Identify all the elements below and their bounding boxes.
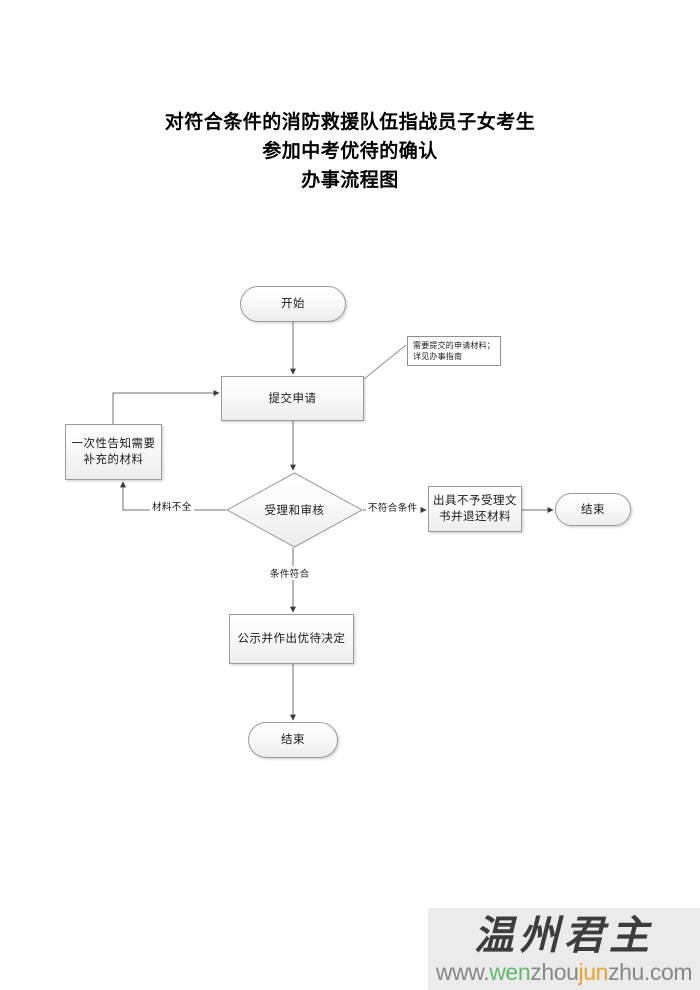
watermark-url: www.wenzhoujunzhu.com — [435, 959, 693, 985]
note-leader-line — [363, 344, 407, 380]
note-line-1: 需要提交的申请材料； — [413, 341, 495, 350]
watermark-brand: 温州君主 — [474, 912, 654, 959]
watermark-url-part-4: zhu.com — [608, 959, 693, 985]
watermark-url-part-3: jun — [578, 959, 609, 985]
edge-label-qualified: 条件符合 — [268, 566, 312, 580]
watermark-url-part-2: zhou — [530, 959, 579, 985]
node-reject-document-label: 出具不予受理文书并退还材料 — [433, 495, 517, 523]
edge-label-incomplete-materials: 材料不全 — [150, 499, 194, 513]
watermark: 温州君主 www.wenzhoujunzhu.com — [428, 908, 700, 990]
watermark-url-part-0: www. — [435, 959, 490, 985]
node-submit-application-label: 提交申请 — [268, 392, 317, 405]
page-title: 对符合条件的消防救援队伍指战员子女考生 参加中考优待的确认 办事流程图 — [0, 108, 700, 195]
node-review-decision[interactable]: 受理和审核 — [225, 472, 364, 548]
node-start-label: 开始 — [281, 298, 305, 310]
node-reject-document[interactable]: 出具不予受理文书并退还材料 — [428, 486, 522, 532]
edge-label-not-qualified: 不符合条件 — [366, 500, 420, 514]
node-end-right-label: 结束 — [581, 503, 605, 516]
title-line-2: 参加中考优待的确认 — [262, 141, 438, 162]
note-line-2: 详见办事指南 — [413, 352, 463, 361]
title-line-1: 对符合条件的消防救援队伍指战员子女考生 — [164, 112, 536, 133]
watermark-url-part-1: wen — [489, 959, 531, 985]
node-supplement-notice[interactable]: 一次性告知需要补充的材料 — [65, 424, 162, 480]
title-line-3: 办事流程图 — [301, 170, 399, 191]
node-publicize-decision-label: 公示并作出优待决定 — [237, 633, 346, 645]
note-application-materials: 需要提交的申请材料； 详见办事指南 — [407, 336, 501, 366]
node-end-bottom-label: 结束 — [281, 734, 305, 746]
node-publicize-decision[interactable]: 公示并作出优待决定 — [229, 614, 354, 664]
node-supplement-notice-label: 一次性告知需要补充的材料 — [71, 438, 156, 466]
node-end-right[interactable]: 结束 — [555, 493, 631, 526]
edge-supplement-to-submit — [112, 390, 220, 424]
node-submit-application[interactable]: 提交申请 — [221, 376, 364, 421]
node-start[interactable]: 开始 — [240, 286, 346, 322]
diamond-shape — [225, 472, 364, 548]
node-end-bottom[interactable]: 结束 — [248, 722, 338, 758]
